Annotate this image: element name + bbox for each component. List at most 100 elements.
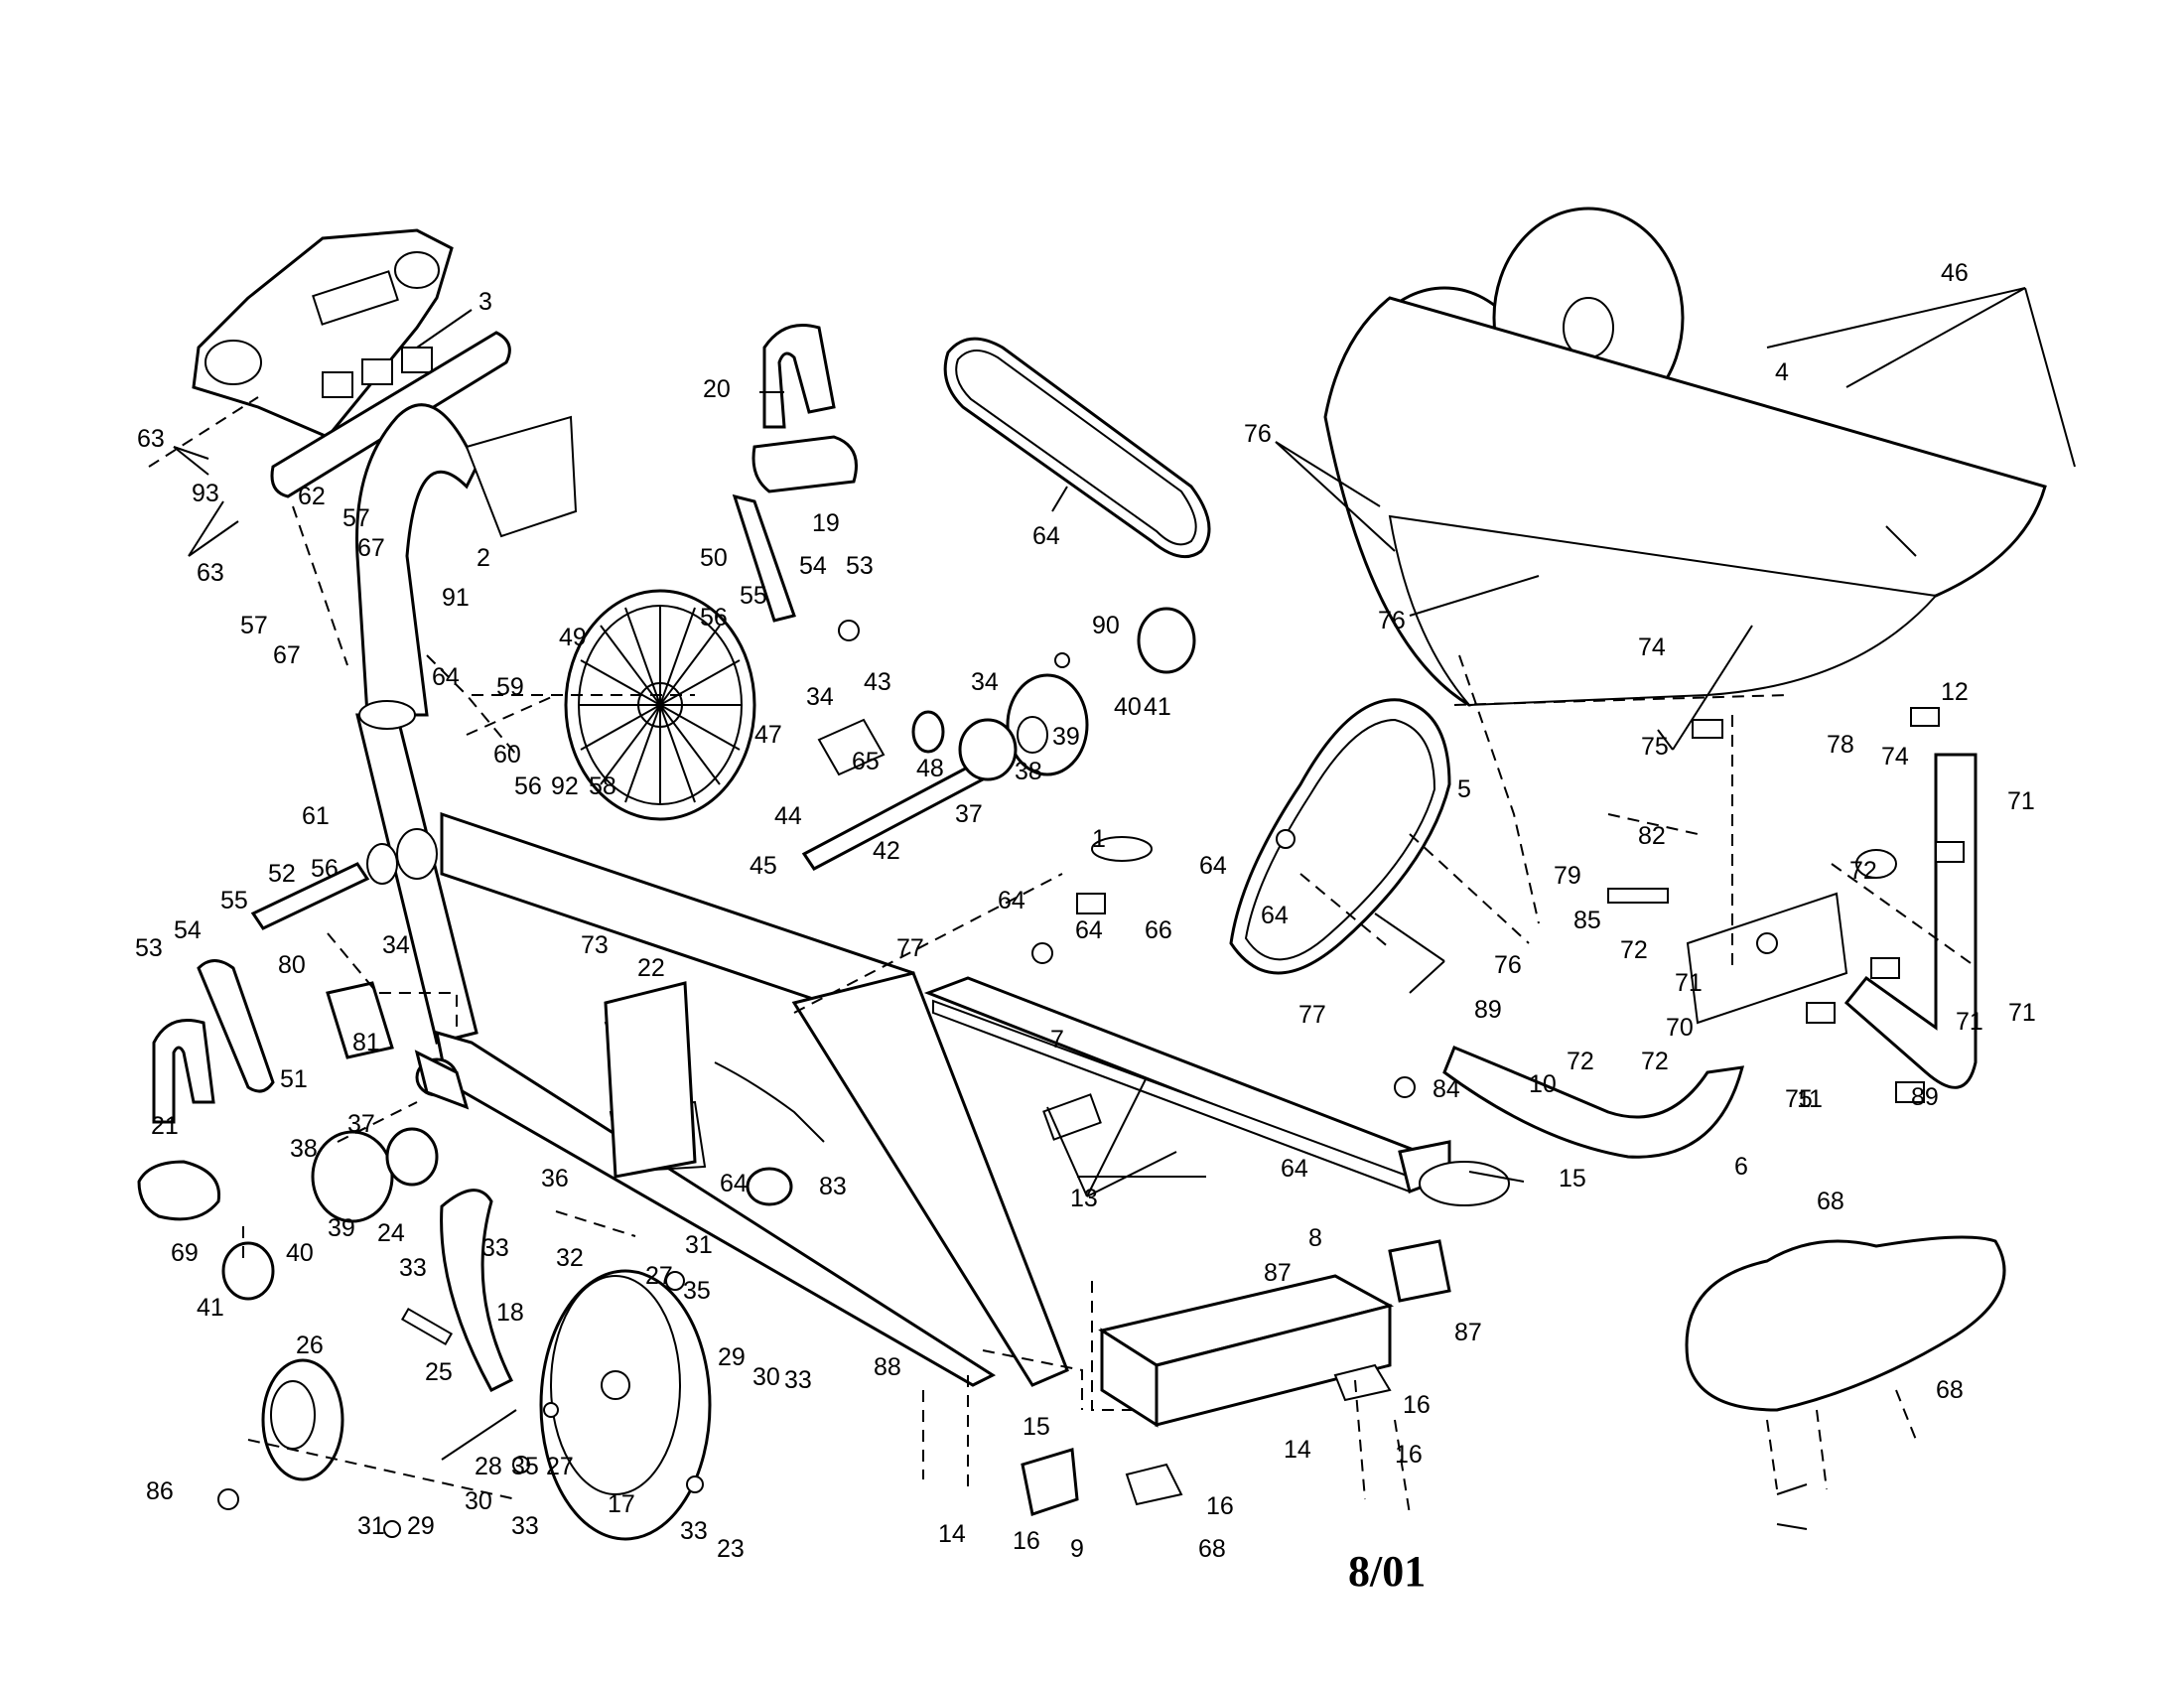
callout-label: 76 xyxy=(1378,607,1406,634)
callout-label: 37 xyxy=(955,800,983,828)
callout-label: 64 xyxy=(998,887,1025,914)
callout-label: 32 xyxy=(556,1244,584,1272)
callout-label: 60 xyxy=(493,741,521,769)
drive-belt-part xyxy=(943,337,1211,559)
callout-label: 20 xyxy=(703,375,731,403)
callout-label: 47 xyxy=(754,721,782,749)
callout-label: 16 xyxy=(1403,1391,1431,1419)
callout-label: 44 xyxy=(774,802,802,830)
callout-label: 76 xyxy=(1244,420,1272,448)
callout-label: 72 xyxy=(1641,1048,1669,1075)
callout-label: 65 xyxy=(852,748,880,775)
callout-label: 30 xyxy=(752,1363,780,1391)
hardware-part xyxy=(217,620,1965,1538)
callout-label: 88 xyxy=(874,1353,901,1381)
callout-label: 34 xyxy=(806,683,834,711)
callout-label: 75 xyxy=(1785,1085,1813,1113)
callout-label: 11 xyxy=(1797,1085,1823,1113)
callout-label: 6 xyxy=(1734,1153,1748,1181)
callout-label: 54 xyxy=(174,916,202,944)
callout-label: 80 xyxy=(278,951,306,979)
callout-label: 85 xyxy=(1573,907,1601,934)
callout-label: 33 xyxy=(680,1517,708,1545)
callout-label: 77 xyxy=(1298,1001,1326,1029)
callout-label: 8 xyxy=(1308,1224,1322,1252)
callout-label: 29 xyxy=(407,1512,435,1540)
callout-label: 33 xyxy=(399,1254,427,1282)
callout-label: 86 xyxy=(146,1477,174,1505)
callout-label: 41 xyxy=(197,1294,224,1322)
callout-label: 13 xyxy=(1070,1185,1098,1212)
callout-label: 17 xyxy=(608,1490,635,1518)
callout-label: 78 xyxy=(1827,731,1854,759)
flywheel-part xyxy=(539,1269,712,1541)
callout-label: 2 xyxy=(477,544,490,572)
callout-label: 35 xyxy=(683,1277,711,1305)
callout-label: 69 xyxy=(171,1239,199,1267)
callout-label: 56 xyxy=(700,604,728,632)
callout-label: 77 xyxy=(896,934,924,962)
callout-label: 53 xyxy=(135,934,163,962)
callout-label: 21 xyxy=(151,1112,179,1140)
callout-label: 67 xyxy=(357,534,385,562)
callout-label: 52 xyxy=(268,860,296,888)
callout-label: 31 xyxy=(357,1512,385,1540)
back-pad-part xyxy=(1229,698,1451,975)
callout-label: 66 xyxy=(1145,916,1172,944)
callout-label: 64 xyxy=(1281,1155,1308,1183)
axle-and-rollers-part xyxy=(801,607,1196,871)
callout-label: 35 xyxy=(511,1453,539,1480)
callout-label: 41 xyxy=(1144,693,1171,721)
callout-label: 33 xyxy=(481,1234,509,1262)
callout-label: 16 xyxy=(1395,1441,1423,1469)
seat-rail-part xyxy=(923,976,1451,1193)
callout-label: 63 xyxy=(197,559,224,587)
callout-label: 42 xyxy=(873,837,900,865)
callout-label: 46 xyxy=(1941,259,1969,287)
rear-shroud-part xyxy=(1323,207,2047,707)
callout-label: 87 xyxy=(1454,1319,1482,1346)
callout-label: 50 xyxy=(700,544,728,572)
callout-label: 72 xyxy=(1849,857,1877,885)
callout-label: 39 xyxy=(328,1214,355,1242)
callout-label: 55 xyxy=(220,887,248,914)
callout-label: 64 xyxy=(1032,522,1060,550)
callout-label: 58 xyxy=(589,772,616,800)
callout-label: 63 xyxy=(137,425,165,453)
callout-label: 38 xyxy=(1015,758,1042,785)
callout-label: 40 xyxy=(286,1239,314,1267)
callout-label: 27 xyxy=(645,1262,673,1290)
callout-label: 33 xyxy=(511,1512,539,1540)
callout-label: 59 xyxy=(496,673,524,701)
callout-label: 68 xyxy=(1198,1535,1226,1563)
callout-label: 73 xyxy=(581,931,609,959)
callout-label: 31 xyxy=(685,1231,713,1259)
callout-label: 24 xyxy=(377,1219,405,1247)
callout-label: 3 xyxy=(478,288,492,316)
callout-label: 76 xyxy=(1494,951,1522,979)
callout-label: 75 xyxy=(1641,733,1669,761)
callout-label: 56 xyxy=(514,772,542,800)
callout-label: 90 xyxy=(1092,612,1120,639)
callout-label: 48 xyxy=(916,755,944,782)
callout-label: 71 xyxy=(1675,969,1703,997)
handlebar-part xyxy=(1442,1046,1745,1159)
callout-label: 91 xyxy=(442,584,470,612)
callout-label: 4 xyxy=(1775,358,1789,386)
callout-label: 16 xyxy=(1206,1492,1234,1520)
seat-post-part xyxy=(1686,753,1978,1089)
callout-label: 57 xyxy=(240,612,268,639)
pulley-wheel-part xyxy=(564,589,756,821)
callout-label: 72 xyxy=(1567,1048,1594,1075)
callout-label: 64 xyxy=(1261,902,1289,929)
callout-label: 71 xyxy=(2007,787,2035,815)
main-frame-part xyxy=(435,811,1069,1387)
callout-label: 83 xyxy=(819,1173,847,1200)
rear-stabilizer-part xyxy=(1021,1239,1451,1516)
callout-label: 74 xyxy=(1881,743,1909,771)
callout-label: 71 xyxy=(1956,1008,1983,1036)
callout-label: 51 xyxy=(280,1065,308,1093)
callout-label: 39 xyxy=(1052,723,1080,751)
resistance-components-part xyxy=(261,981,825,1481)
callout-label: 64 xyxy=(1199,852,1227,880)
